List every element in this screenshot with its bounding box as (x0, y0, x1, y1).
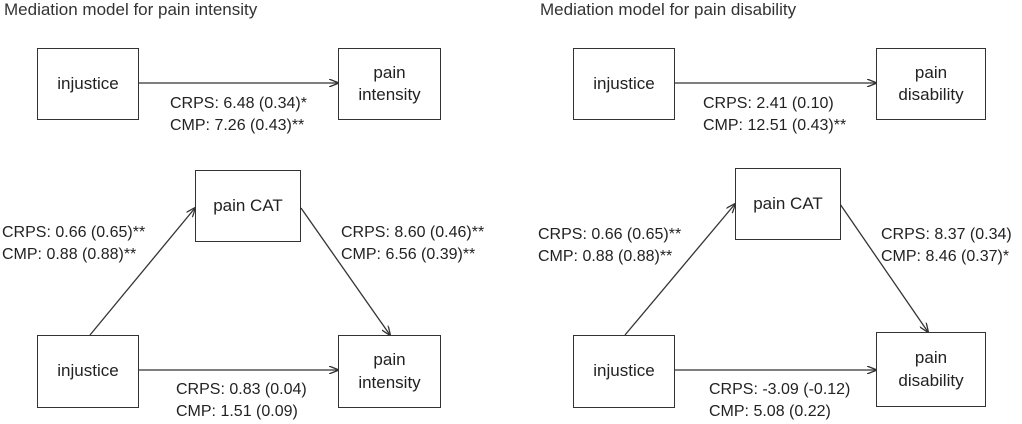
left-total-predictor-box: injustice (37, 48, 139, 120)
left-total-outcome-box: pain intensity (338, 48, 441, 120)
right-path-b-cmp: CMP: 8.46 (0.37)* (881, 248, 1010, 265)
right-mediator-label: pain CAT (753, 193, 823, 213)
left-path-cprime-stats: CRPS: 0.83 (0.04) CMP: 1.51 (0.09) (176, 379, 307, 423)
right-model-title: Mediation model for pain disability (540, 0, 797, 19)
left-mediated-outcome-label-2: intensity (358, 372, 421, 392)
right-total-outcome-box: pain disability (876, 48, 986, 120)
right-total-cmp: CMP: 12.51 (0.43)** (703, 117, 847, 134)
right-total-predictor-box: injustice (573, 48, 675, 120)
left-total-crps: CRPS: 6.48 (0.34)* (170, 95, 307, 112)
left-path-a-stats: CRPS: 0.66 (0.65)** CMP: 0.88 (0.88)** (2, 222, 145, 266)
right-path-b-crps: CRPS: 8.37 (0.34) (881, 226, 1012, 243)
right-path-b-stats: CRPS: 8.37 (0.34) CMP: 8.46 (0.37)* (881, 224, 1012, 268)
left-mediated-predictor-label: injustice (57, 361, 119, 381)
left-path-cprime-crps: CRPS: 0.83 (0.04) (176, 381, 307, 398)
left-path-cprime-cmp: CMP: 1.51 (0.09) (176, 403, 298, 420)
left-mediator-box: pain CAT (195, 170, 301, 242)
right-mediated-predictor-label: injustice (593, 361, 655, 381)
left-path-a-crps: CRPS: 0.66 (0.65)** (2, 224, 146, 241)
left-total-path-c-stats: CRPS: 6.48 (0.34)* CMP: 7.26 (0.43)** (170, 93, 307, 137)
left-path-b-stats: CRPS: 8.60 (0.46)** CMP: 6.56 (0.39)** (341, 222, 484, 266)
right-mediated-predictor-box: injustice (573, 335, 675, 408)
right-mediated-outcome-label-2: disability (898, 370, 964, 390)
left-mediated-outcome-box: pain intensity (338, 335, 441, 408)
right-total-crps: CRPS: 2.41 (0.10) (703, 95, 834, 112)
left-total-cmp: CMP: 7.26 (0.43)** (170, 117, 305, 134)
right-total-predictor-label: injustice (593, 73, 655, 93)
right-total-outcome-label-1: pain (914, 62, 948, 82)
right-path-a-stats: CRPS: 0.66 (0.65)** CMP: 0.88 (0.88)** (538, 224, 681, 268)
right-mediated-outcome-box: pain disability (876, 332, 986, 407)
right-path-cprime-cmp: CMP: 5.08 (0.22) (709, 403, 831, 420)
right-mediated-outcome-label-1: pain (914, 348, 948, 368)
left-path-a-arrow (89, 208, 195, 336)
right-total-outcome-label-2: disability (898, 85, 964, 104)
right-path-b-arrow (839, 203, 928, 332)
left-total-outcome-label-1: pain (373, 62, 406, 82)
left-path-b-cmp: CMP: 6.56 (0.39)** (341, 246, 476, 263)
right-path-a-cmp: CMP: 0.88 (0.88)** (538, 248, 673, 265)
left-path-b-crps: CRPS: 8.60 (0.46)** (341, 224, 485, 241)
left-mediated-predictor-box: injustice (37, 335, 139, 408)
left-model-title: Mediation model for pain intensity (4, 0, 258, 19)
left-path-b-arrow (300, 207, 390, 335)
left-total-predictor-label: injustice (57, 73, 119, 93)
left-mediated-outcome-label-1: pain (373, 350, 406, 370)
right-path-a-crps: CRPS: 0.66 (0.65)** (538, 226, 682, 243)
left-mediator-label: pain CAT (213, 195, 283, 215)
left-total-outcome-label-2: intensity (358, 85, 421, 104)
right-path-a-arrow (624, 204, 735, 336)
right-path-cprime-crps: CRPS: -3.09 (-0.12) (709, 381, 851, 398)
right-path-cprime-stats: CRPS: -3.09 (-0.12) CMP: 5.08 (0.22) (709, 379, 850, 423)
right-total-path-c-stats: CRPS: 2.41 (0.10) CMP: 12.51 (0.43)** (703, 93, 846, 137)
left-path-a-cmp: CMP: 0.88 (0.88)** (2, 246, 137, 263)
right-mediator-box: pain CAT (735, 168, 841, 240)
